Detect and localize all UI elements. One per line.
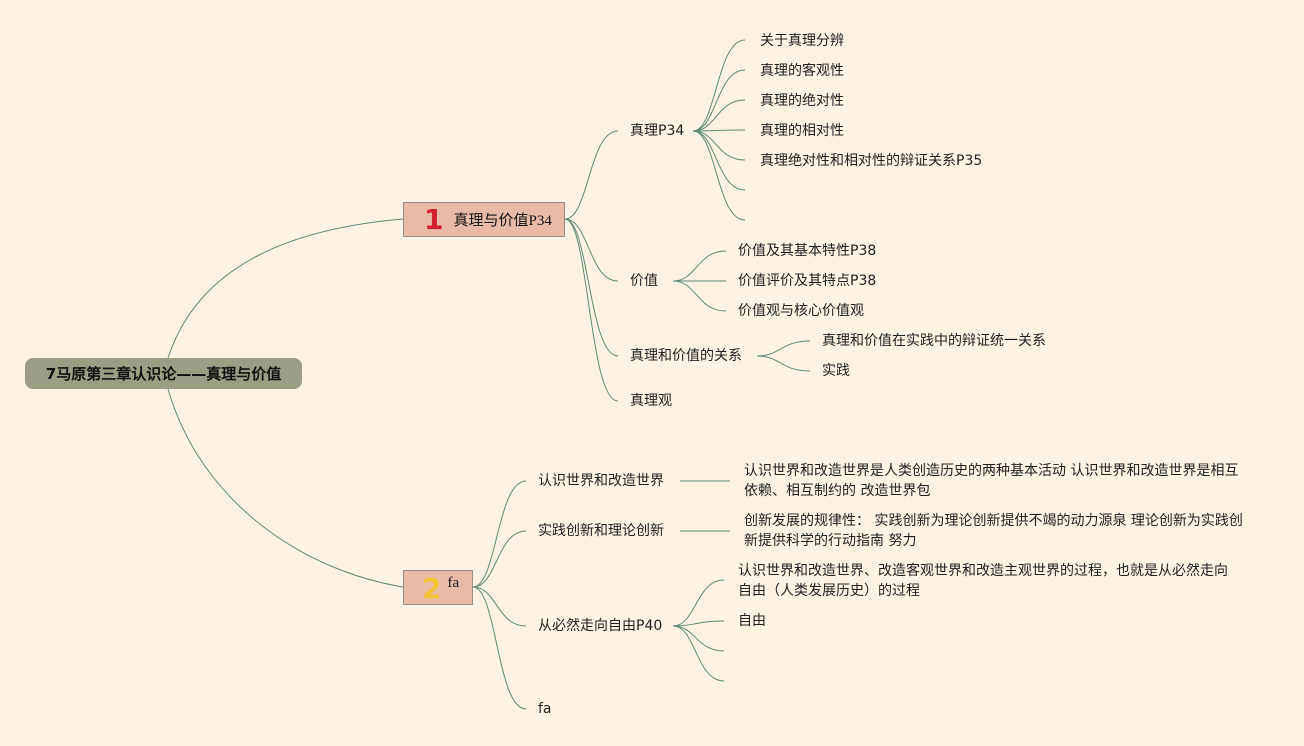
connector-truth-leaf (692, 39, 746, 132)
root-label: 7马原第三章认识论——真理与价值 (45, 365, 282, 383)
connector-topic-2-subtopic (472, 586, 527, 710)
connector-value-leaf (672, 280, 727, 312)
connector-topic-1-subtopic (564, 218, 619, 402)
connector-truth-leaf (692, 130, 746, 161)
leaf-truth-absoluteness[interactable]: 真理的绝对性 (760, 93, 844, 109)
connector-truth-leaf (692, 130, 746, 191)
connector-freedom-leaf (672, 625, 725, 652)
connector-relation-leaf (756, 340, 811, 357)
topic-1-node[interactable]: 1 真理与价值P34 (403, 202, 565, 237)
connector-freedom-leaf (672, 579, 725, 627)
connector-root-topic-1 (167, 218, 404, 359)
leaf-innovation-law[interactable]: 创新发展的规律性： 实践创新为理论创新提供不竭的动力源泉 理论创新为实践创新提供… (744, 513, 1243, 549)
connector-truth-leaf (692, 129, 746, 132)
leaf-truth-distinction[interactable]: 关于真理分辨 (760, 33, 844, 49)
subtopic-fa[interactable]: fa (538, 701, 552, 717)
leaf-value-core-values[interactable]: 价值观与核心价值观 (738, 303, 864, 319)
connector-freedom-leaf (672, 625, 725, 682)
subtopic-value[interactable]: 价值 (630, 273, 658, 289)
leaf-truth-dialectic[interactable]: 真理绝对性和相对性的辩证关系P35 (760, 153, 983, 169)
connector-freedom-leaf (672, 620, 725, 627)
topic-2-number-badge: 2 (422, 572, 442, 605)
leaf-two-basic-activities[interactable]: 认识世界和改造世界是人类创造历史的两种基本活动 认识世界和改造世界是相互依赖、相… (744, 463, 1239, 499)
topic-1-label: 真理与价值P34 (453, 213, 552, 229)
leaf-dialectical-unity[interactable]: 真理和价值在实践中的辩证统一关系 (822, 333, 1046, 349)
connector-topic-1-subtopic (564, 218, 619, 282)
topic-2-label: fa (447, 575, 460, 591)
subtopic-necessity-to-freedom[interactable]: 从必然走向自由P40 (538, 618, 663, 634)
connector-root-topic-2 (167, 388, 404, 588)
connector-topic-1-subtopic (564, 218, 619, 357)
subtopic-know-and-transform-world[interactable]: 认识世界和改造世界 (538, 473, 664, 489)
leaf-value-basics[interactable]: 价值及其基本特性P38 (738, 243, 877, 259)
connector-value-leaf (672, 250, 727, 282)
connector-relation-leaf (756, 355, 811, 372)
leaf-truth-relativity[interactable]: 真理的相对性 (760, 123, 844, 139)
connector-topic-2-subtopic (472, 530, 527, 588)
root-node[interactable]: 7马原第三章认识论——真理与价值 (25, 358, 302, 389)
leaf-freedom[interactable]: 自由 (738, 613, 766, 629)
connector-truth-leaf (692, 130, 746, 221)
connector-topic-1-subtopic (564, 130, 619, 220)
connector-truth-leaf (692, 69, 746, 132)
subtopic-truth[interactable]: 真理P34 (630, 123, 685, 139)
subtopic-truth-value-relation[interactable]: 真理和价值的关系 (630, 348, 742, 364)
topic-2-node[interactable]: 2 fa (403, 570, 473, 605)
leaf-value-evaluation[interactable]: 价值评价及其特点P38 (738, 273, 877, 289)
subtopic-view-of-truth[interactable]: 真理观 (630, 393, 672, 409)
connector-topic-2-subtopic (472, 480, 527, 588)
leaf-process-to-freedom[interactable]: 认识世界和改造世界、改造客观世界和改造主观世界的过程，也就是从必然走向自由（人类… (738, 563, 1228, 599)
connector-truth-leaf (692, 99, 746, 132)
subtopic-practice-and-theory-innovation[interactable]: 实践创新和理论创新 (538, 523, 664, 539)
topic-1-number-badge: 1 (424, 202, 444, 236)
leaf-practice[interactable]: 实践 (822, 363, 850, 379)
connector-topic-2-subtopic (472, 586, 527, 627)
leaf-truth-objectivity[interactable]: 真理的客观性 (760, 63, 844, 79)
